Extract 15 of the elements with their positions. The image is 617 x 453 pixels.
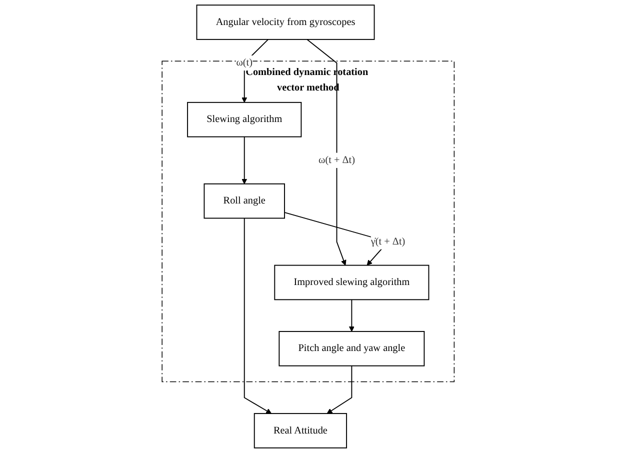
arrow [349, 299, 355, 332]
edge-label: γ̇(t + Δt) [371, 236, 406, 247]
node-box: Real Attitude [254, 413, 348, 448]
arrow [307, 38, 347, 266]
node-box: Slewing algorithm [187, 102, 302, 138]
arrow [327, 365, 353, 414]
arrow [242, 38, 269, 103]
edge-label: ω(t) [236, 57, 253, 68]
node-box: Improved slewing algorithm [274, 264, 430, 300]
node-box: Roll angle [204, 183, 286, 219]
node-box: Angular velocity from gyroscopes [196, 4, 376, 40]
arrow [242, 136, 248, 184]
node-box: Pitch angle and yaw angle [279, 330, 426, 366]
edge-label: ω(t + Δt) [318, 154, 356, 166]
arrow [244, 218, 272, 414]
